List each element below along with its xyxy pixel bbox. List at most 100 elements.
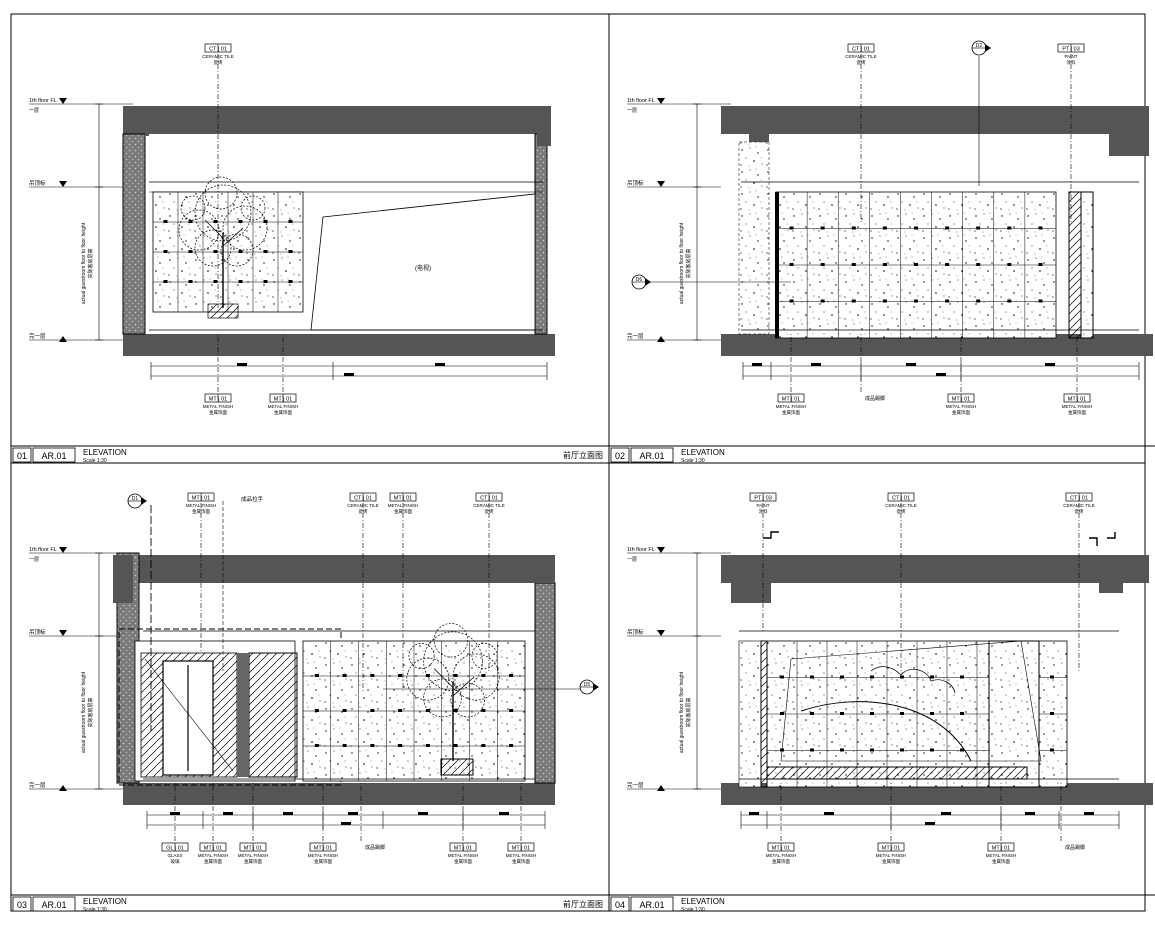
panel-scale: Scale 1:30 <box>681 458 705 464</box>
tile-clip <box>188 220 193 223</box>
panel-cn-title: 前厅立面图 <box>563 899 603 909</box>
title-ref-box <box>630 896 674 912</box>
tile-clip <box>960 675 964 679</box>
tile-clip <box>789 226 794 230</box>
dashed-column <box>738 141 770 335</box>
level-label: 吊顶标 <box>627 179 644 187</box>
tile-clip <box>810 675 814 679</box>
material-tag-desc-cn: 金属饰面 <box>512 858 530 865</box>
panel-scale: Scale 1:30 <box>681 907 705 913</box>
tile-clip <box>1038 299 1043 303</box>
material-tag-desc: METAL FINISH <box>986 853 1017 858</box>
level-sublabel: 一层 <box>29 557 39 563</box>
panel-title: ELEVATION <box>681 897 725 906</box>
dimension-value <box>283 812 293 815</box>
material-tag-desc-cn: 瓷砖 <box>857 59 866 66</box>
side-note-cn: 实际客房层高 <box>87 697 94 727</box>
level-marker <box>59 336 67 342</box>
tile-clip <box>976 263 981 266</box>
material-tag-desc: METAL FINISH <box>308 853 339 858</box>
title-ref-box <box>32 447 76 463</box>
material-tag-code: MT | 01 <box>244 846 262 852</box>
side-note: actual guestroom floor to floor height <box>679 222 685 304</box>
tree-foliage <box>406 657 450 701</box>
panel-number: 04 <box>615 900 625 910</box>
material-tag-code: PT | 03 <box>1062 47 1080 53</box>
material-tag-code: MT | 01 <box>314 846 332 852</box>
material-tag-desc-cn: 金属饰面 <box>394 508 412 515</box>
tile-clip <box>976 226 981 230</box>
panel-number: 01 <box>17 451 27 461</box>
tile-clip <box>370 744 375 747</box>
tile-clip <box>188 250 193 253</box>
tile-clip <box>509 709 514 712</box>
tile-clip <box>263 250 268 253</box>
level-marker <box>657 98 665 104</box>
tile-clip <box>163 280 168 283</box>
material-tag-code: MT | 01 <box>209 397 227 403</box>
material-tag-desc-cn: 瓷砖 <box>897 508 906 515</box>
tile-clip <box>342 709 347 712</box>
ceiling-hook <box>1089 537 1098 546</box>
metal-trim <box>775 192 779 338</box>
dimension-value <box>749 812 759 815</box>
tile-clip <box>481 674 486 677</box>
material-tag-desc-cn: 涂料 <box>1067 59 1076 66</box>
tile-clip <box>1050 748 1054 752</box>
dimension-value <box>1025 812 1035 815</box>
material-tag-desc: METAL FINISH <box>766 853 797 858</box>
column-cap <box>145 106 149 136</box>
tile-clip <box>789 263 794 266</box>
material-tag-desc-cn: 金属饰面 <box>274 409 292 416</box>
tree-foliage <box>452 653 500 701</box>
tile-clip <box>945 226 950 230</box>
planter <box>207 303 239 319</box>
tile-clip <box>945 263 950 266</box>
dimension-total <box>925 822 935 825</box>
material-tag-desc-cn: 金属饰面 <box>782 409 800 416</box>
tile-clip <box>930 748 934 752</box>
material-tag-desc-cn: 金属饰面 <box>772 858 790 865</box>
tile-clip <box>882 263 887 266</box>
tile-clip <box>509 674 514 677</box>
ceiling-slab <box>123 106 551 134</box>
sheet-ref: AR.01 <box>41 451 66 461</box>
tree-branch <box>433 668 454 688</box>
ceiling-slab <box>721 106 1149 134</box>
tile-clip <box>930 712 934 715</box>
floor-planter <box>766 766 1028 780</box>
material-tag-desc-cn: 金属饰面 <box>314 858 332 865</box>
material-tag-code: MT | 01 <box>882 846 900 852</box>
material-tag-desc: METAL FINISH <box>268 404 299 409</box>
side-note-cn: 实际客房层高 <box>685 248 692 278</box>
tile-clip <box>481 709 486 712</box>
panel-number: 02 <box>615 451 625 461</box>
material-tag-desc: METAL FINISH <box>238 853 269 858</box>
tree-branch <box>222 227 244 247</box>
tile-clip <box>851 263 856 266</box>
dimension-value <box>824 812 834 815</box>
tree-foliage <box>194 229 232 267</box>
material-tag-desc: CERAMIC TILE <box>1063 503 1094 508</box>
wall-edge-hatch <box>1068 191 1082 339</box>
door-note: 成品拉手 <box>241 495 264 503</box>
material-tag-desc-cn: 玻璃 <box>171 858 180 865</box>
material-tag-code: MT | 01 <box>204 846 222 852</box>
right-column <box>534 133 548 335</box>
dimension-value <box>941 812 951 815</box>
material-tag-code: MT | 01 <box>772 846 790 852</box>
panel-scale: Scale 1:30 <box>83 458 107 464</box>
tile-clip <box>213 250 218 253</box>
dimension-value <box>1084 812 1094 815</box>
tree-foliage <box>450 682 485 718</box>
level-marker <box>657 181 665 187</box>
tile-clip <box>370 674 375 677</box>
tile-clip <box>914 299 918 303</box>
tile-clip <box>900 748 904 752</box>
tree-foliage <box>423 678 462 718</box>
material-tag-desc-cn: 金属饰面 <box>204 858 222 865</box>
material-tag-desc: CERAMIC TILE <box>885 503 916 508</box>
level-label: 吊顶标 <box>29 179 46 187</box>
